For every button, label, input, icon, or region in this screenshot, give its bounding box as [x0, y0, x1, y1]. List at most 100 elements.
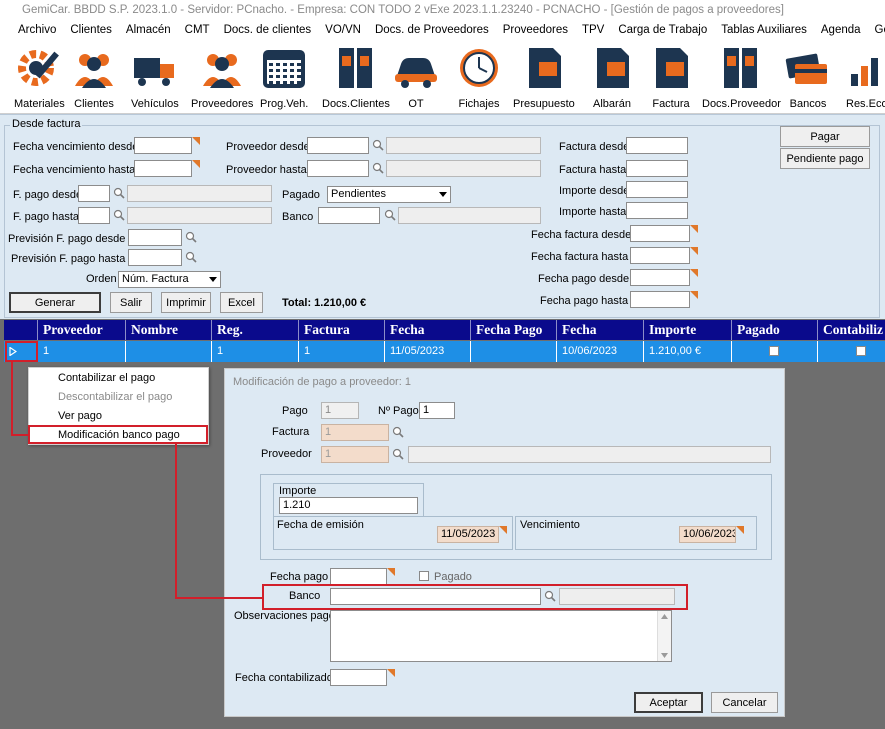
menu-item-ver-pago[interactable]: Ver pago [58, 410, 103, 422]
banco-input[interactable] [330, 588, 541, 605]
cell-reg[interactable]: 1 [212, 341, 299, 362]
fecha-contabilizado-input[interactable] [330, 669, 387, 686]
header-fecha-pago[interactable]: Fecha Pago [471, 320, 557, 340]
fecha-pago-desde-input[interactable] [630, 269, 690, 286]
toolbar-button-clientes[interactable]: Clientes [71, 42, 117, 113]
f-pago-desde-search-icon[interactable] [113, 187, 125, 199]
menu-item-gemicont[interactable]: GemiCont [874, 24, 885, 36]
menu-item-modificacion-banco[interactable]: Modificación banco pago [58, 429, 180, 441]
menu-item-tablas-auxiliares[interactable]: Tablas Auxiliares [721, 24, 807, 36]
fecha-vencimiento-desde-dropdown-icon[interactable] [192, 137, 200, 145]
fecha-contabilizado-dropdown-icon[interactable] [387, 669, 395, 677]
banco-filter-input[interactable] [318, 207, 380, 224]
cell-nombre[interactable] [126, 341, 212, 362]
toolbar-button-presupuesto[interactable]: Presupuesto [513, 42, 575, 113]
header-reg[interactable]: Reg. [212, 320, 299, 340]
menu-item-carga-de-trabajo[interactable]: Carga de Trabajo [618, 24, 708, 36]
prevision-desde-input[interactable] [128, 229, 182, 246]
toolbar-button-fichajes[interactable]: Fichajes [456, 42, 502, 113]
fecha-vencimiento-hasta-dropdown-icon[interactable] [192, 160, 200, 168]
prevision-desde-search-icon[interactable] [185, 231, 197, 243]
scroll-down-icon[interactable] [661, 653, 668, 658]
toolbar-button-bancos[interactable]: Bancos [785, 42, 831, 113]
fecha-pago-hasta-input[interactable] [630, 291, 690, 308]
cell-fecha-pago[interactable] [471, 341, 557, 362]
toolbar-button-factura[interactable]: Factura [648, 42, 694, 113]
header-contabilizado[interactable]: Contabiliz [823, 322, 884, 337]
cancelar-button[interactable]: Cancelar [711, 692, 778, 713]
header-factura[interactable]: Factura [299, 320, 385, 340]
importe-input[interactable]: 1.210 [279, 497, 418, 514]
cell-fecha-vencimiento[interactable]: 10/06/2023 [557, 341, 644, 362]
menu-item-contabilizar[interactable]: Contabilizar el pago [58, 372, 156, 384]
orden-select[interactable]: Núm. Factura [118, 271, 221, 288]
prevision-hasta-search-icon[interactable] [185, 251, 197, 263]
header-fecha-vencimiento[interactable]: Fecha [557, 320, 644, 340]
toolbar-button-albarán[interactable]: Albarán [589, 42, 635, 113]
header-pagado[interactable]: Pagado [732, 320, 818, 340]
menu-item-proveedores[interactable]: Proveedores [502, 24, 568, 36]
toolbar-button-res-econ[interactable]: Res.Econ [846, 42, 885, 113]
pagado-select[interactable]: Pendientes [327, 186, 451, 203]
banco-filter-search-icon[interactable] [384, 209, 396, 221]
scroll-up-icon[interactable] [661, 614, 668, 619]
banco-search-icon[interactable] [544, 590, 556, 602]
toolbar-button-docs-proveedor[interactable]: Docs.Proveedor [702, 42, 781, 113]
fecha-vencimiento-desde-input[interactable] [134, 137, 192, 154]
proveedor-desde-input[interactable] [307, 137, 369, 154]
cell-importe[interactable]: 1.210,00 € [644, 341, 732, 362]
toolbar-button-materiales[interactable]: Materiales [14, 42, 65, 113]
toolbar-button-ot[interactable]: OT [393, 42, 439, 113]
fecha-vencimiento-hasta-input[interactable] [134, 160, 192, 177]
f-pago-hasta-search-icon[interactable] [113, 209, 125, 221]
fecha-pago-hasta-dropdown-icon[interactable] [690, 291, 698, 299]
pendiente-pago-button[interactable]: Pendiente pago [780, 148, 870, 169]
cell-proveedor[interactable]: 1 [38, 341, 126, 362]
excel-button[interactable]: Excel [220, 292, 263, 313]
menu-item-docs-de-clientes[interactable]: Docs. de clientes [223, 24, 312, 36]
imprimir-button[interactable]: Imprimir [161, 292, 211, 313]
proveedor-search-icon[interactable] [392, 448, 404, 460]
proveedor-hasta-input[interactable] [307, 160, 369, 177]
header-proveedor[interactable]: Proveedor [38, 320, 126, 340]
pagado-checkbox[interactable] [419, 571, 429, 581]
fecha-factura-desde-input[interactable] [630, 225, 690, 242]
header-nombre[interactable]: Nombre [126, 320, 212, 340]
npago-input[interactable]: 1 [419, 402, 455, 419]
importe-hasta-input[interactable] [626, 202, 688, 219]
header-fecha[interactable]: Fecha [385, 320, 471, 340]
contabilizado-checkbox[interactable] [856, 346, 866, 356]
proveedor-desde-search-icon[interactable] [372, 139, 384, 151]
factura-search-icon[interactable] [392, 426, 404, 438]
menu-item-cmt[interactable]: CMT [184, 24, 210, 36]
observaciones-scrollbar[interactable] [657, 611, 671, 661]
fecha-pago-dropdown-icon[interactable] [387, 568, 395, 576]
toolbar-button-proveedores[interactable]: Proveedores [191, 42, 253, 113]
toolbar-button-prog-veh-[interactable]: Prog.Veh. [260, 42, 308, 113]
menu-item-tpv[interactable]: TPV [581, 24, 605, 36]
cell-pagado[interactable] [732, 341, 818, 362]
pagado-checkbox[interactable] [769, 346, 779, 356]
menu-item-agenda[interactable]: Agenda [820, 24, 861, 36]
menu-item-archivo[interactable]: Archivo [18, 24, 57, 36]
importe-desde-input[interactable] [626, 181, 688, 198]
pagar-button[interactable]: Pagar [780, 126, 870, 147]
toolbar-button-vehículos[interactable]: Vehículos [131, 42, 179, 113]
fecha-factura-hasta-input[interactable] [630, 247, 690, 264]
fecha-factura-desde-dropdown-icon[interactable] [690, 225, 698, 233]
fecha-pago-input[interactable] [330, 568, 387, 585]
cell-fecha[interactable]: 11/05/2023 [385, 341, 471, 362]
prevision-hasta-input[interactable] [128, 249, 182, 266]
header-importe[interactable]: Importe [644, 320, 732, 340]
observaciones-textarea[interactable] [330, 610, 672, 662]
aceptar-button[interactable]: Aceptar [634, 692, 703, 713]
proveedor-hasta-search-icon[interactable] [372, 162, 384, 174]
f-pago-desde-input[interactable] [78, 185, 110, 202]
fecha-pago-desde-dropdown-icon[interactable] [690, 269, 698, 277]
f-pago-hasta-input[interactable] [78, 207, 110, 224]
menu-item-vo-vn[interactable]: VO/VN [325, 24, 361, 36]
salir-button[interactable]: Salir [110, 292, 152, 313]
cell-contabilizado[interactable] [818, 341, 885, 362]
cell-factura[interactable]: 1 [299, 341, 385, 362]
factura-desde-input[interactable] [626, 137, 688, 154]
